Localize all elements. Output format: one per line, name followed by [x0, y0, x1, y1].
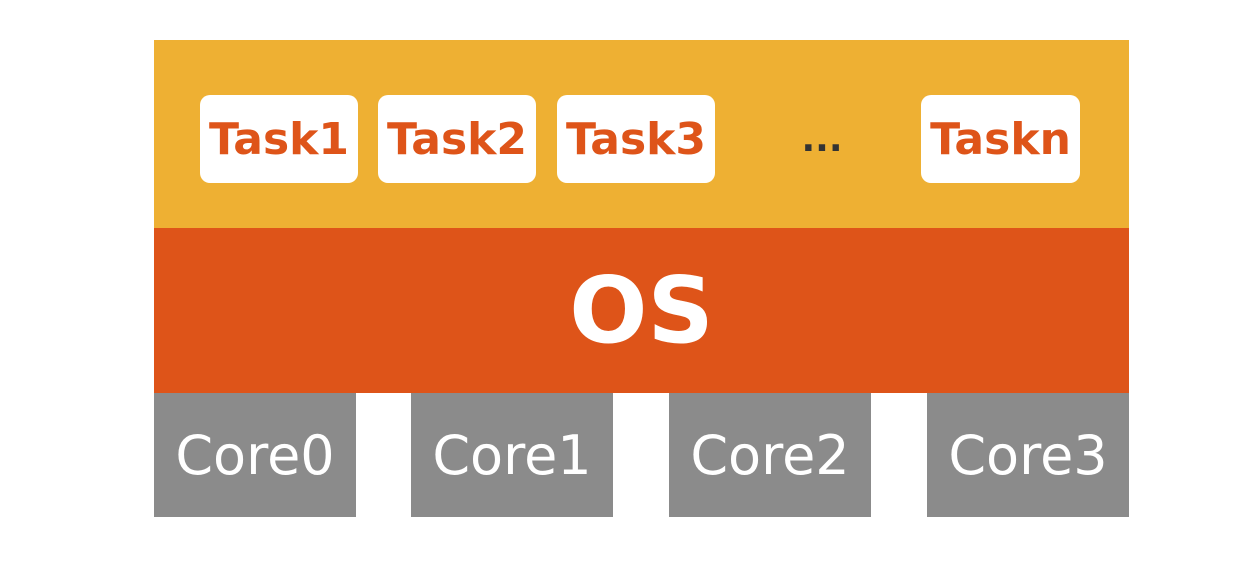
task-box-2: Task2	[378, 95, 536, 183]
core-box-0: Core0	[154, 393, 356, 517]
task-box-n: Taskn	[921, 95, 1080, 183]
task-ellipsis: ...	[801, 118, 843, 160]
task-layer: Task1 Task2 Task3 ... Taskn	[154, 40, 1129, 228]
os-layer: OS	[154, 228, 1129, 393]
core-box-3: Core3	[927, 393, 1129, 517]
core-box-1: Core1	[411, 393, 613, 517]
core-box-2: Core2	[669, 393, 871, 517]
task-box-3: Task3	[557, 95, 715, 183]
task-box-1: Task1	[200, 95, 358, 183]
